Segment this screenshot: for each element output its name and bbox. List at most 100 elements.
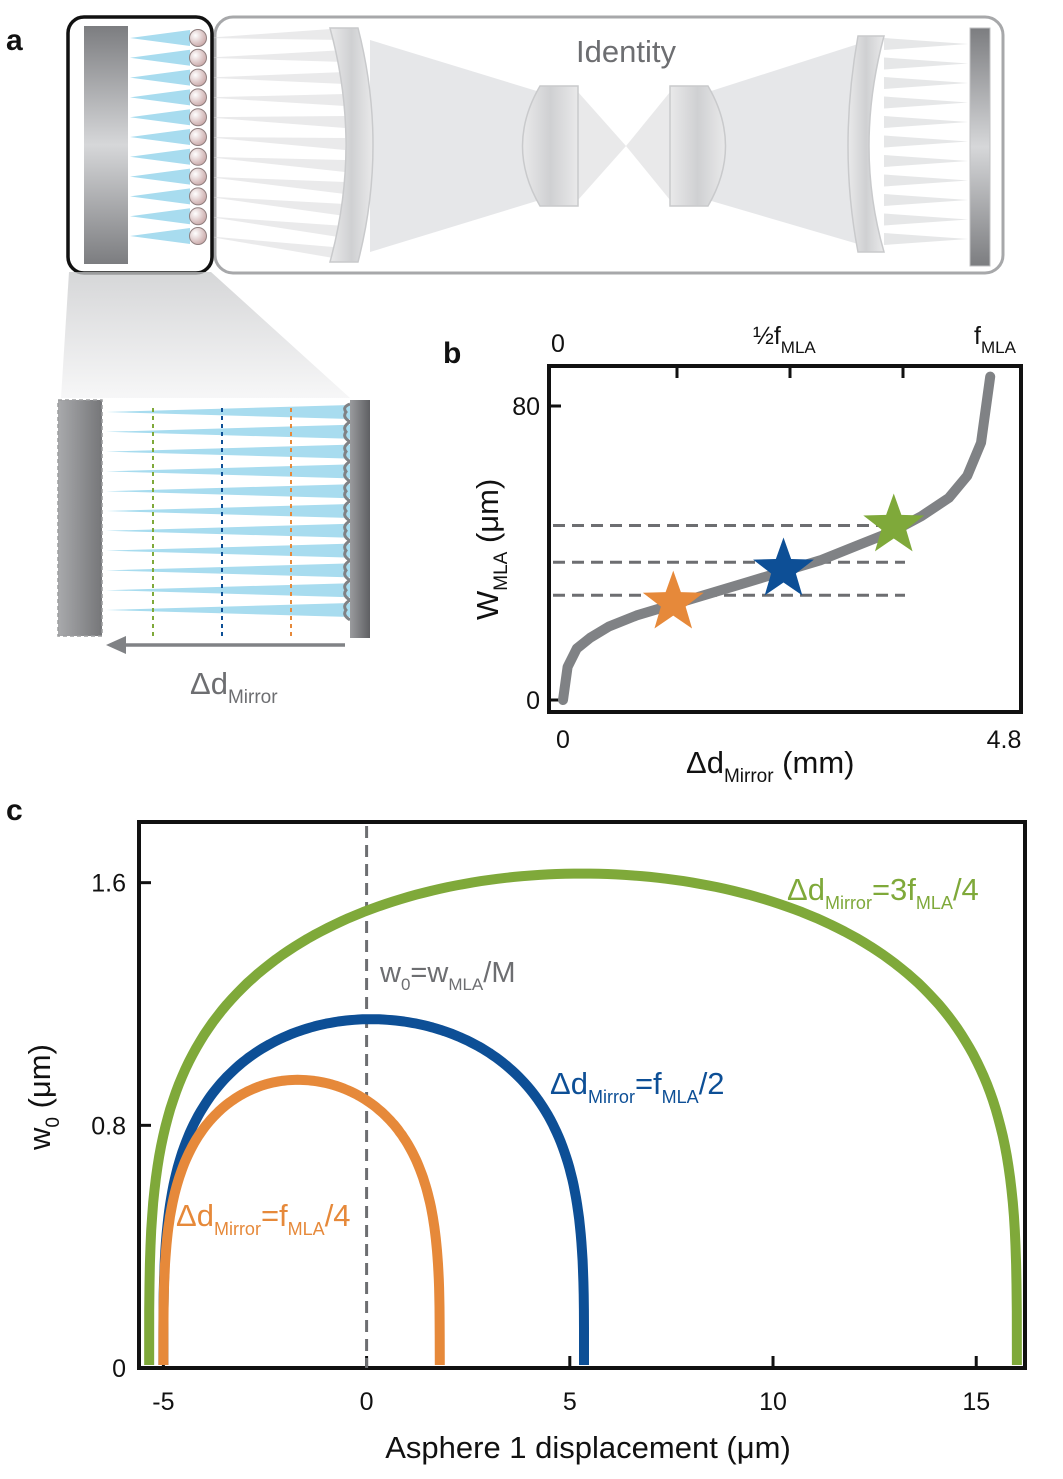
microlens [189, 187, 207, 206]
star-marker [642, 570, 704, 629]
microlens [189, 88, 207, 107]
light-cone [130, 148, 190, 165]
zoom-light-cone [106, 424, 350, 439]
light-cone [130, 109, 190, 126]
y-tick-label: 0.8 [91, 1112, 126, 1140]
output-fan [884, 38, 968, 50]
top-tick-label-half: ½fMLA [753, 322, 816, 357]
mirror-shift-arrowhead [106, 636, 126, 654]
x-tick-label-0: 0 [556, 726, 570, 754]
panel-b-plot [553, 371, 996, 705]
mirror [84, 26, 128, 264]
waist-annotation: w0=wMLA/M [379, 957, 516, 994]
x-tick-label: 0 [360, 1388, 374, 1416]
panel-c-frame [137, 820, 1027, 1370]
microlens [189, 207, 207, 226]
relay-bundle [708, 44, 858, 244]
x-tick-label: 10 [759, 1388, 787, 1416]
relay-beams [205, 28, 968, 260]
output-fan [884, 194, 968, 206]
width-curve [558, 371, 996, 705]
panel-b-ylabel: WMLA (μm) [470, 479, 512, 620]
identity-label: Identity [576, 34, 676, 69]
microlens [189, 227, 207, 245]
mirror-shift-label: ΔdMirror [190, 666, 278, 708]
panel-c-xlabel: Asphere 1 displacement (μm) [385, 1430, 791, 1465]
relay-fan [205, 72, 345, 84]
asphere-lens-1 [521, 85, 579, 207]
zoom-light-cone [106, 563, 350, 578]
light-cone [130, 188, 190, 205]
panel-c-ylabel: w0 (μm) [22, 1044, 64, 1151]
relay-fan [205, 94, 345, 106]
zoom-mirror [350, 400, 370, 638]
top-tick-label-0: 0 [551, 330, 565, 358]
relay-fan [205, 196, 345, 216]
microlens [189, 147, 207, 166]
relay-bundle [626, 92, 670, 200]
series-label-blue: ΔdMirror=fMLA/2 [550, 1066, 725, 1107]
zoom-light-cone [106, 464, 350, 479]
output-fan [884, 233, 968, 245]
microlens [189, 48, 207, 67]
panel-a: a Identity ΔdMirror [6, 15, 1005, 708]
x-tick-label: 5 [563, 1388, 577, 1416]
light-cone [130, 228, 190, 244]
zoom-light-cones [106, 405, 350, 617]
light-cone [130, 89, 190, 106]
relay-fan [205, 116, 345, 128]
zoom-light-cone [106, 523, 350, 538]
output-fan [884, 77, 968, 89]
output-fan [884, 57, 968, 70]
light-cone [130, 208, 190, 225]
series-label-orange: ΔdMirror=fMLA/4 [176, 1198, 351, 1239]
waist-curve [158, 1074, 445, 1366]
zoom-light-cone [106, 405, 350, 419]
panel-b-xlabel: ΔdMirror (mm) [686, 745, 854, 787]
relay-fan [205, 156, 345, 172]
light-cone [130, 69, 190, 86]
star-marker [753, 537, 814, 596]
waist-curve [144, 868, 1022, 1366]
light-cone [130, 30, 190, 46]
asphere-lens-2 [669, 85, 727, 207]
output-fan [884, 96, 968, 109]
y-tick-label-0: 0 [526, 687, 540, 715]
zoom-light-cone [106, 583, 350, 598]
relay-fan [205, 50, 345, 62]
output-fan [884, 174, 968, 187]
panel-letter-c: c [6, 794, 23, 827]
microlens [189, 167, 207, 186]
x-tick-label-4.8: 4.8 [987, 726, 1022, 754]
output-plane [969, 27, 991, 267]
relay-bundle [578, 92, 626, 200]
mla-light-cones [130, 30, 190, 244]
light-cone [130, 49, 190, 66]
zoom-light-cone [106, 603, 350, 617]
panel-c-plot [144, 826, 1022, 1368]
relay-fan [205, 28, 345, 40]
microlens [189, 108, 207, 127]
panel-b: b 0 ½fMLA fMLA 80 0 0 4.8 ΔdMirror (mm) … [443, 322, 1023, 787]
relay-fan [205, 137, 345, 150]
output-fan [884, 213, 968, 226]
output-fan [884, 135, 968, 148]
panel-letter-a: a [6, 24, 23, 57]
zoom-projection [61, 272, 350, 398]
panel-b-frame [547, 364, 1023, 714]
relay-fan [205, 216, 345, 238]
top-tick-label-f: fMLA [974, 322, 1017, 357]
shifted-mirror [57, 399, 103, 637]
x-tick-label: -5 [152, 1388, 174, 1416]
series-label-green: ΔdMirror=3fMLA/4 [787, 872, 979, 913]
zoom-light-cone [106, 543, 350, 558]
x-tick-label: 15 [962, 1388, 990, 1416]
zoom-light-cone [106, 504, 350, 518]
light-cone [130, 168, 190, 185]
relay-fan [205, 236, 345, 260]
light-cone [130, 129, 190, 145]
waist-curve [158, 1014, 589, 1365]
